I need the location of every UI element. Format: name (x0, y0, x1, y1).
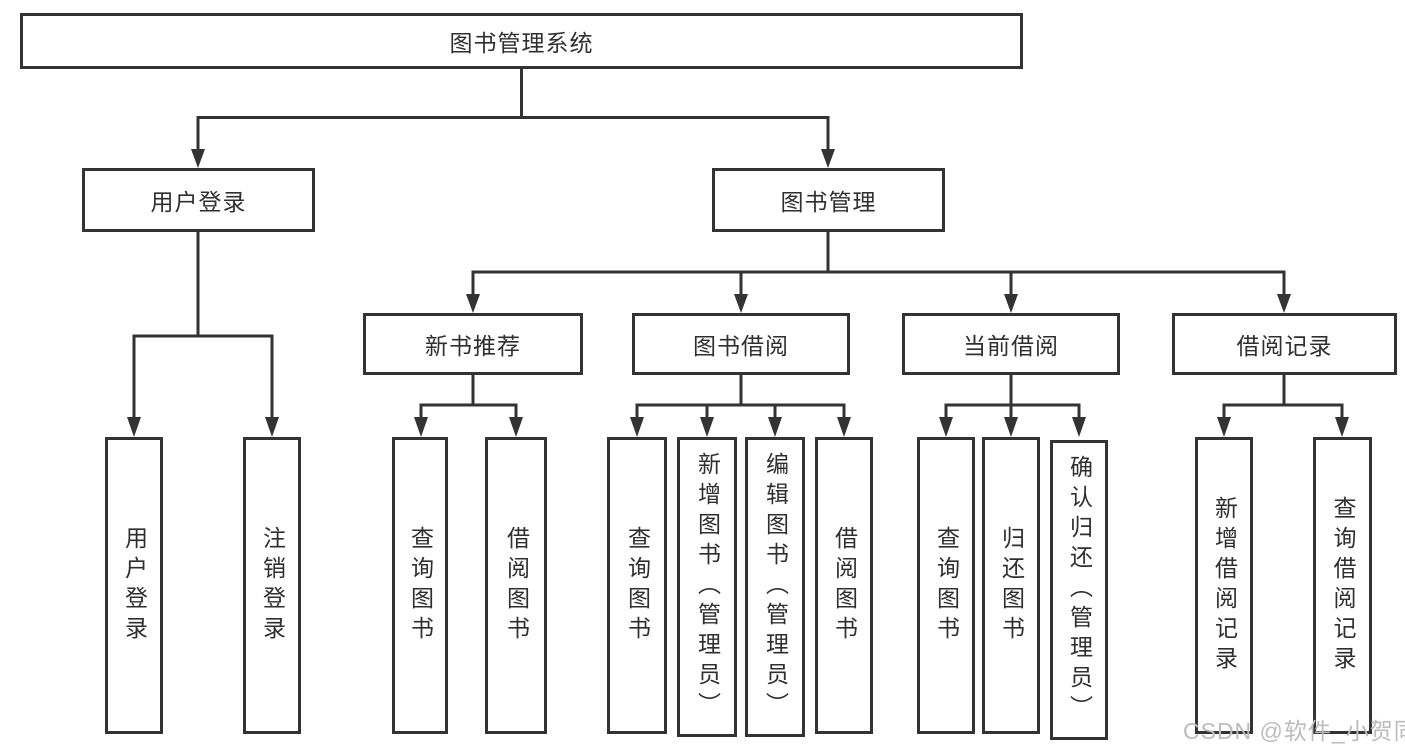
leaf-label: 注销登录 (259, 525, 286, 646)
node-book-borrow: 图书借阅 (632, 313, 850, 375)
node-leaf-user-login: 用户登录 (105, 437, 163, 734)
node-leaf-confirm-return-admin: 确认归还（管理员） (1050, 440, 1108, 740)
node-user-login: 用户登录 (82, 168, 315, 232)
node-leaf-query-book: 查询图书 (607, 437, 667, 734)
leaf-label: 确认归还（管理员） (1066, 455, 1093, 725)
connector-user-login-children (127, 230, 279, 437)
node-root: 图书管理系统 (20, 13, 1023, 69)
connector-root-to-level1 (191, 67, 835, 168)
node-borrow-records: 借阅记录 (1172, 313, 1397, 375)
node-leaf-borrow-book-recommend: 借阅图书 (485, 437, 547, 734)
node-leaf-borrow-book: 借阅图书 (815, 437, 873, 734)
leaf-label: 借阅图书 (503, 525, 530, 646)
node-book-management: 图书管理 (712, 168, 945, 232)
leaf-label: 用户登录 (121, 525, 148, 646)
node-new-book-recommend: 新书推荐 (363, 313, 583, 375)
leaf-label: 查询图书 (933, 525, 960, 646)
connector-book-borrow-children (630, 373, 851, 437)
node-current-borrow: 当前借阅 (902, 313, 1120, 375)
leaf-label: 编辑图书（管理员） (762, 452, 789, 722)
node-leaf-query-current: 查询图书 (917, 437, 975, 734)
leaf-label: 新增借阅记录 (1211, 495, 1238, 676)
connector-book-management-children (466, 230, 1291, 313)
connector-current-borrow-children (939, 373, 1086, 437)
leaf-label: 查询图书 (624, 525, 651, 646)
connector-borrow-records-children (1217, 373, 1349, 437)
leaf-label: 新增图书（管理员） (694, 452, 721, 722)
watermark: CSDN @软件_小贺同学 (1183, 718, 1405, 744)
connector-new-book-recommend-children (414, 373, 523, 437)
leaf-label: 查询图书 (407, 525, 434, 646)
node-leaf-query-book-recommend: 查询图书 (392, 437, 448, 734)
node-leaf-logout: 注销登录 (243, 437, 301, 734)
node-leaf-return-book: 归还图书 (982, 437, 1040, 734)
leaf-label: 归还图书 (998, 525, 1025, 646)
node-leaf-add-borrow-record: 新增借阅记录 (1195, 437, 1253, 734)
leaf-label: 借阅图书 (831, 525, 858, 646)
node-leaf-edit-book-admin: 编辑图书（管理员） (745, 437, 805, 737)
leaf-label: 查询借阅记录 (1330, 495, 1356, 676)
node-leaf-add-book-admin: 新增图书（管理员） (677, 437, 737, 737)
node-leaf-query-borrow-record: 查询借阅记录 (1313, 437, 1372, 734)
